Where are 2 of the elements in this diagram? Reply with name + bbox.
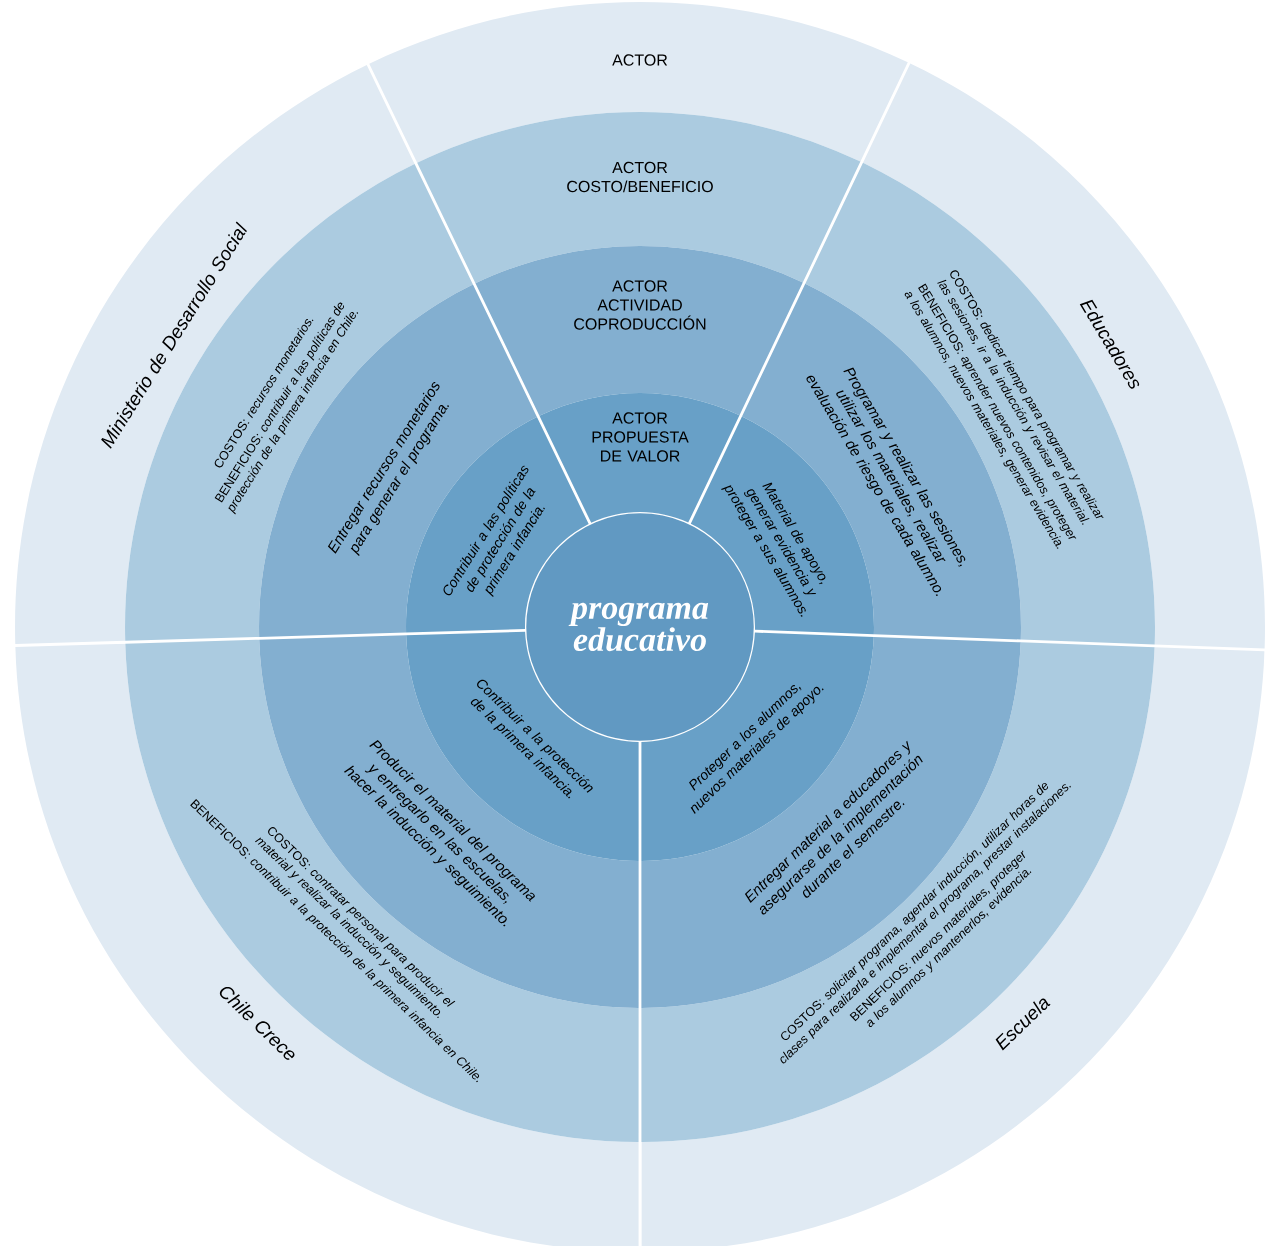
node-label: ACTOR COSTO/BENEFICIO xyxy=(567,161,713,193)
node-label: ACTOR xyxy=(612,54,668,66)
